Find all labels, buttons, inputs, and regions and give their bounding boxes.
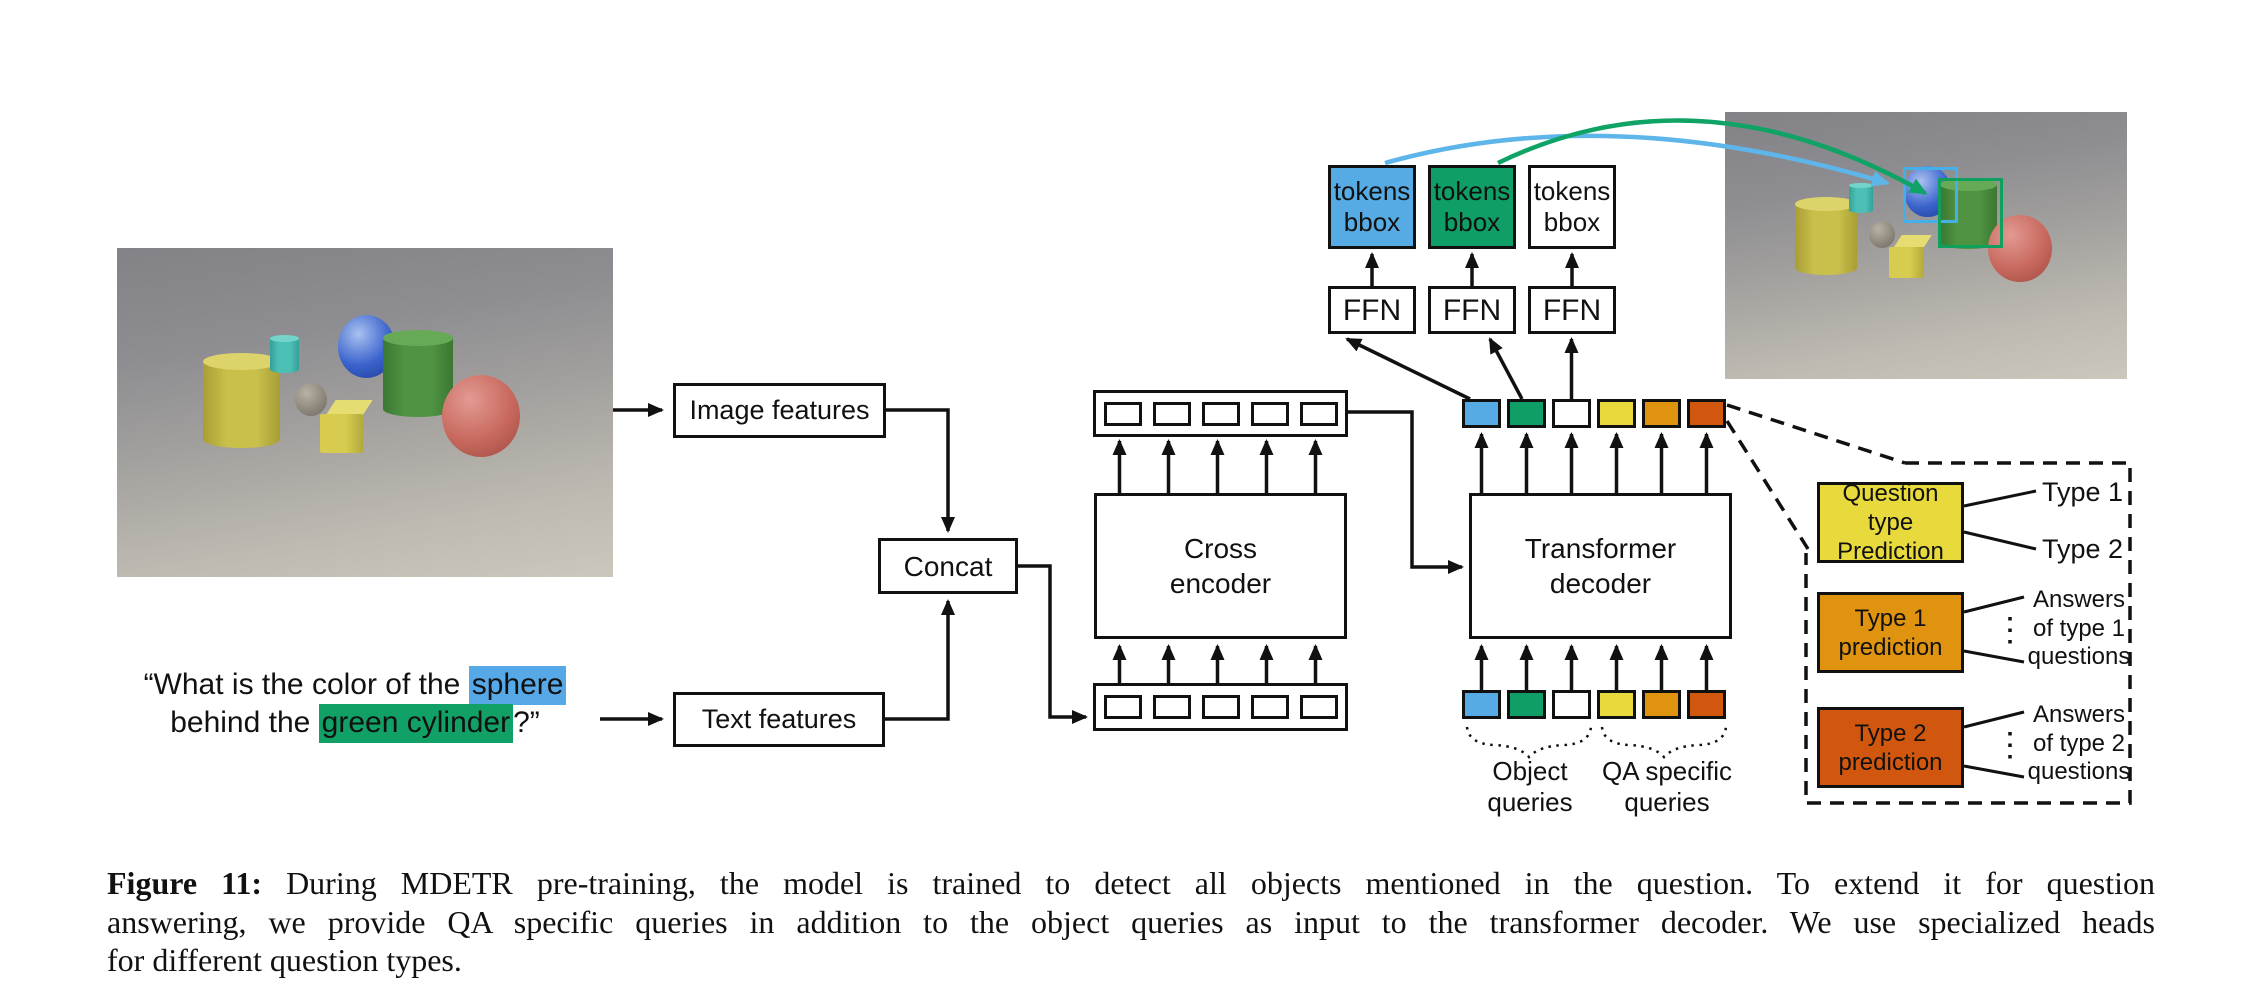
query-green: [1507, 690, 1546, 719]
green-cylinder: [1940, 178, 1998, 250]
encoder-token-slot: [1250, 695, 1289, 719]
encoder-token-slot: [1201, 401, 1240, 426]
query-dark-orange: [1687, 690, 1726, 719]
highlight-sphere: sphere: [468, 666, 567, 705]
yellow-cube: [319, 399, 373, 453]
yellow-cube: [1889, 235, 1933, 279]
decoder-output-orange: [1642, 399, 1681, 428]
green-cylinder-body: [382, 336, 453, 418]
green-cylinder: [382, 329, 453, 418]
blue-sphere-bbox: [1903, 167, 1959, 224]
decoder-output-dark-orange: [1687, 399, 1726, 428]
yellow-cube-top: [325, 399, 373, 415]
cross-encoder-box: Cross encoder: [1094, 493, 1347, 639]
tokens-bbox-head-green: tokens bbox: [1428, 165, 1516, 249]
object-queries-label: Object queries: [1487, 756, 1573, 817]
encoder-token-slot: [1152, 695, 1191, 719]
caption-line-1: Figure 11: During MDETR pre-training, th…: [107, 865, 2156, 901]
green-cylinder-top: [382, 329, 453, 346]
tokens-bbox-head-white: tokens bbox: [1528, 165, 1616, 249]
encoder-token-slot: [1299, 695, 1338, 719]
teal-cylinder-body: [269, 338, 300, 373]
answers-type1-label: Answers of type 1 questions: [2027, 586, 2131, 670]
query-blue: [1462, 690, 1501, 719]
green-cylinder-body: [1940, 184, 1998, 250]
question-text: “What is the color of the sphere behind …: [95, 666, 615, 743]
query-yellow: [1597, 690, 1636, 719]
image-features-box: Image features: [673, 383, 886, 438]
question-line2: behind the green cylinder?”: [95, 704, 615, 743]
yellow-cylinder: [1794, 197, 1858, 275]
teal-cylinder: [269, 335, 300, 373]
yellow-cylinder-body: [202, 360, 281, 449]
green-cylinder-top: [1940, 178, 1998, 192]
query-orange: [1642, 690, 1681, 719]
caption-line-2: answering, we provide QA specific querie…: [107, 903, 2155, 940]
question-line1: “What is the color of the sphere: [95, 666, 615, 705]
caption-line-3: for different question types.: [107, 942, 462, 978]
input-scene-image: [117, 248, 613, 577]
decoder-query-row: [1462, 690, 1726, 719]
type1-label: Type 1: [2042, 477, 2124, 507]
ffn-box-2: FFN: [1428, 286, 1516, 334]
red-sphere: [441, 374, 521, 458]
transformer-decoder-box: Transformer decoder: [1469, 493, 1732, 639]
encoder-token-slot: [1103, 695, 1142, 719]
encoder-input-token-row: [1093, 683, 1348, 731]
decoder-output-row: [1462, 399, 1726, 428]
figure-caption: Figure 11: During MDETR pre-training, th…: [107, 864, 2155, 980]
yellow-cylinder-body: [1794, 203, 1858, 275]
encoder-token-slot: [1152, 401, 1191, 426]
type1-prediction-box: Type 1 prediction: [1817, 592, 1964, 673]
gray-sphere: [1869, 221, 1896, 249]
concat-box: Concat: [878, 538, 1018, 594]
encoder-token-slot: [1103, 401, 1142, 426]
query-white: [1552, 690, 1591, 719]
decoder-output-blue: [1462, 399, 1501, 428]
teal-cylinder-top: [269, 335, 300, 342]
yellow-cube-front: [1889, 246, 1925, 279]
encoder-token-slot: [1250, 401, 1289, 426]
yellow-cylinder-top: [1794, 197, 1858, 212]
ffn-box-3: FFN: [1528, 286, 1616, 334]
encoder-token-slot: [1201, 695, 1240, 719]
teal-cylinder: [1848, 182, 1873, 214]
teal-cylinder-top: [1848, 182, 1873, 189]
text-features-box: Text features: [673, 692, 885, 747]
output-scene-image: [1725, 112, 2127, 379]
type2-label: Type 2: [2042, 534, 2124, 564]
type2-prediction-box: Type 2 prediction: [1817, 707, 1964, 788]
yellow-cube-top: [1894, 235, 1933, 248]
highlight-green-cylinder: green cylinder: [318, 704, 514, 743]
encoder-token-slot: [1299, 401, 1338, 426]
decoder-output-green: [1507, 399, 1546, 428]
decoder-output-white: [1552, 399, 1591, 428]
gray-sphere: [295, 382, 327, 416]
yellow-cube-front: [319, 413, 363, 453]
question-type-prediction-box: Question type Prediction: [1817, 480, 1964, 565]
red-sphere: [1988, 215, 2052, 282]
tokens-bbox-head-blue: tokens bbox: [1328, 165, 1416, 249]
yellow-cylinder-top: [202, 352, 281, 371]
answers-type2-label: Answers of type 2 questions: [2027, 701, 2131, 785]
teal-cylinder-body: [1848, 185, 1873, 214]
green-cylinder-bbox: [1938, 177, 2004, 248]
qa-specific-queries-label: QA specific queries: [1601, 756, 1733, 817]
ffn-box-1: FFN: [1328, 286, 1416, 334]
yellow-cylinder: [202, 352, 281, 449]
encoder-output-token-row: [1093, 390, 1348, 437]
decoder-output-yellow: [1597, 399, 1636, 428]
